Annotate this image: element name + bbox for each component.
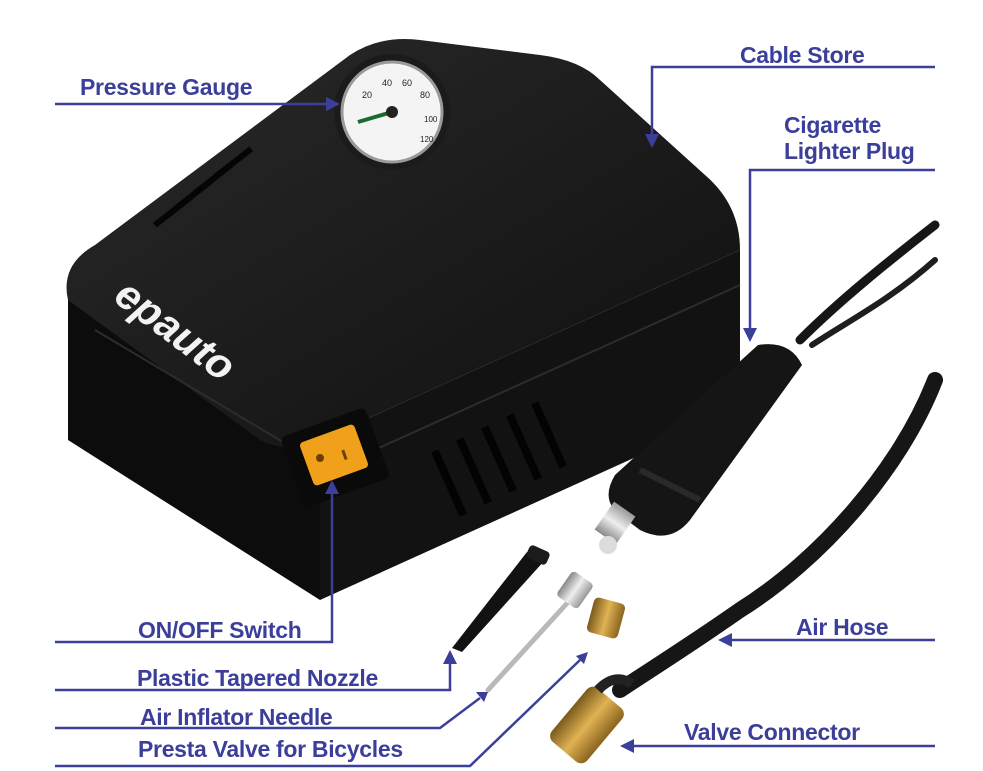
compressor-top (66, 39, 741, 448)
valve-connector (550, 686, 624, 764)
label-cigarette-plug: Cigarette Lighter Plug (784, 112, 915, 164)
label-plastic-nozzle: Plastic Tapered Nozzle (137, 665, 378, 691)
power-cable-2 (809, 257, 938, 348)
label-onoff-switch: ON/OFF Switch (138, 617, 302, 643)
leader-line-cigarette (748, 168, 935, 332)
gauge-tick-label: 60 (402, 78, 412, 88)
onoff-switch-graphic (281, 408, 389, 507)
leader-line-needle (55, 697, 481, 730)
leader-line-cable (650, 65, 935, 138)
air-hose (612, 372, 943, 698)
pressure-gauge (334, 54, 450, 170)
leader-lines (55, 65, 935, 768)
label-presta-valve: Presta Valve for Bicycles (138, 736, 403, 762)
label-valve-connector: Valve Connector (684, 719, 860, 745)
leader-line-presta (55, 659, 581, 768)
label-cigarette-line1: Cigarette (784, 112, 881, 138)
power-cable (795, 220, 940, 345)
leader-line-switch (55, 490, 334, 644)
side-vents (153, 146, 253, 228)
arrow-head (645, 134, 659, 148)
plastic-nozzle (452, 552, 545, 652)
front-vents (431, 401, 567, 517)
label-air-hose: Air Hose (796, 614, 889, 640)
cigarette-plug-graphic (594, 344, 802, 554)
arrow-head (476, 692, 488, 702)
label-cigarette-line2: Lighter Plug (784, 138, 915, 164)
leader-line-nozzle (55, 660, 452, 692)
arrow-head (718, 633, 732, 647)
gauge-tick-label: 100 (424, 115, 438, 124)
gauge-tick-label: 40 (382, 78, 392, 88)
arrow-head (576, 652, 588, 664)
arrow-head (620, 739, 634, 753)
arrow-head (325, 480, 339, 494)
gauge-tick-label: 120 (420, 135, 434, 144)
arrow-head (443, 650, 457, 664)
compressor-side (68, 300, 320, 600)
gauge-tick-label: 80 (420, 90, 430, 100)
presta-adapter (587, 597, 625, 639)
label-pressure-gauge: Pressure Gauge (80, 74, 253, 100)
label-air-needle: Air Inflator Needle (140, 704, 333, 730)
gauge-tick-label: 20 (362, 90, 372, 100)
arrow-head (326, 97, 340, 111)
arrow-head (743, 328, 757, 342)
compressor-front (320, 250, 740, 600)
air-needle (485, 597, 573, 693)
leader-arrows (325, 97, 757, 753)
label-cable-store: Cable Store (740, 42, 865, 68)
